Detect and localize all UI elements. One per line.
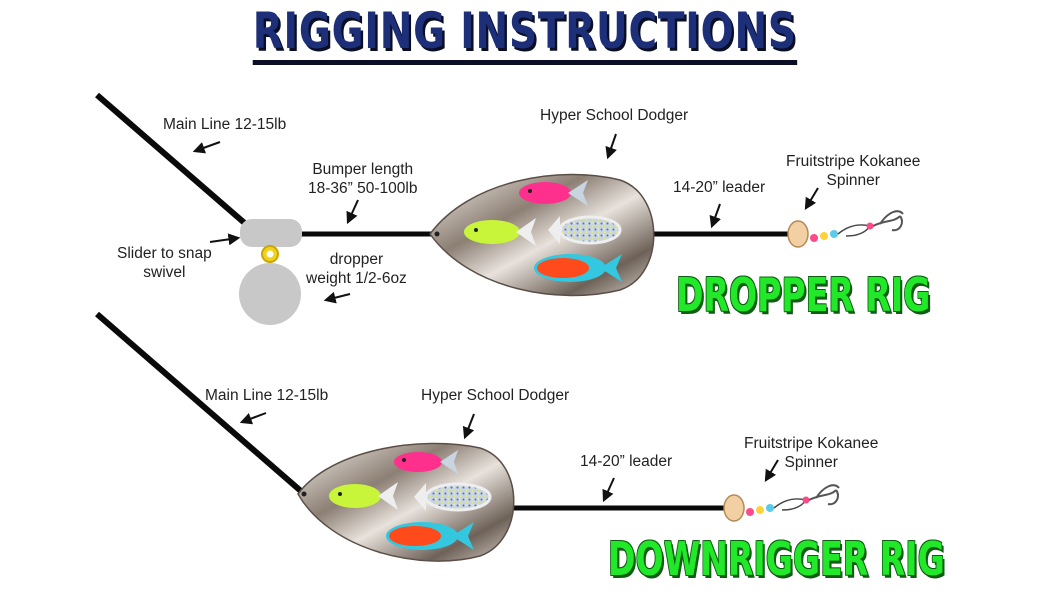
dodger-icon	[297, 442, 515, 562]
arrow-slider	[209, 233, 241, 246]
arrow-main-line	[239, 412, 267, 425]
dropper-weight-icon	[239, 263, 301, 325]
slider-icon	[240, 219, 302, 247]
arrow-leader	[709, 203, 721, 229]
spinner-lure-icon	[723, 484, 840, 522]
fish-glitter-icon	[414, 482, 492, 512]
downrigger-rig	[95, 311, 840, 562]
fish-lime-icon	[464, 218, 536, 246]
downrigger-leader-label: 14-20” leader	[580, 453, 673, 470]
fish-pink-icon	[519, 180, 588, 206]
dropper-leader-label: 14-20” leader	[673, 179, 766, 196]
downrigger-rig-label: DOWNRIGGER RIG	[608, 532, 945, 586]
fish-orange-icon	[534, 254, 622, 282]
arrow-spinner	[804, 187, 819, 211]
fish-lime-icon	[329, 482, 398, 510]
dropper-rig	[95, 92, 904, 325]
arrow-leader	[602, 477, 615, 503]
arrow-bumper	[346, 199, 359, 225]
dropper-main-line-label: Main Line 12-15lb	[163, 116, 287, 133]
arrow-dodger	[462, 413, 475, 440]
downrigger-dodger-label: Hyper School Dodger	[421, 387, 570, 404]
fish-orange-icon	[386, 522, 474, 550]
page-title: RIGGING INSTRUCTIONS	[0, 2, 1050, 65]
arrow-dropper	[323, 291, 351, 304]
title-text: RIGGING INSTRUCTIONS	[252, 2, 798, 65]
dodger-icon	[429, 173, 655, 297]
arrow-spinner	[764, 459, 779, 483]
fish-glitter-icon	[548, 215, 622, 245]
arrow-main-line	[192, 141, 221, 154]
dropper-main-line	[95, 92, 250, 229]
fish-pink-icon	[394, 450, 458, 474]
spinner-lure-icon	[787, 210, 904, 248]
dropper-dodger-label: Hyper School Dodger	[540, 107, 689, 124]
dropper-rig-label: DROPPER RIG	[676, 268, 931, 322]
downrigger-main-line-label: Main Line 12-15lb	[205, 387, 329, 404]
arrow-dodger	[605, 133, 617, 160]
downrigger-main-line	[95, 311, 304, 495]
